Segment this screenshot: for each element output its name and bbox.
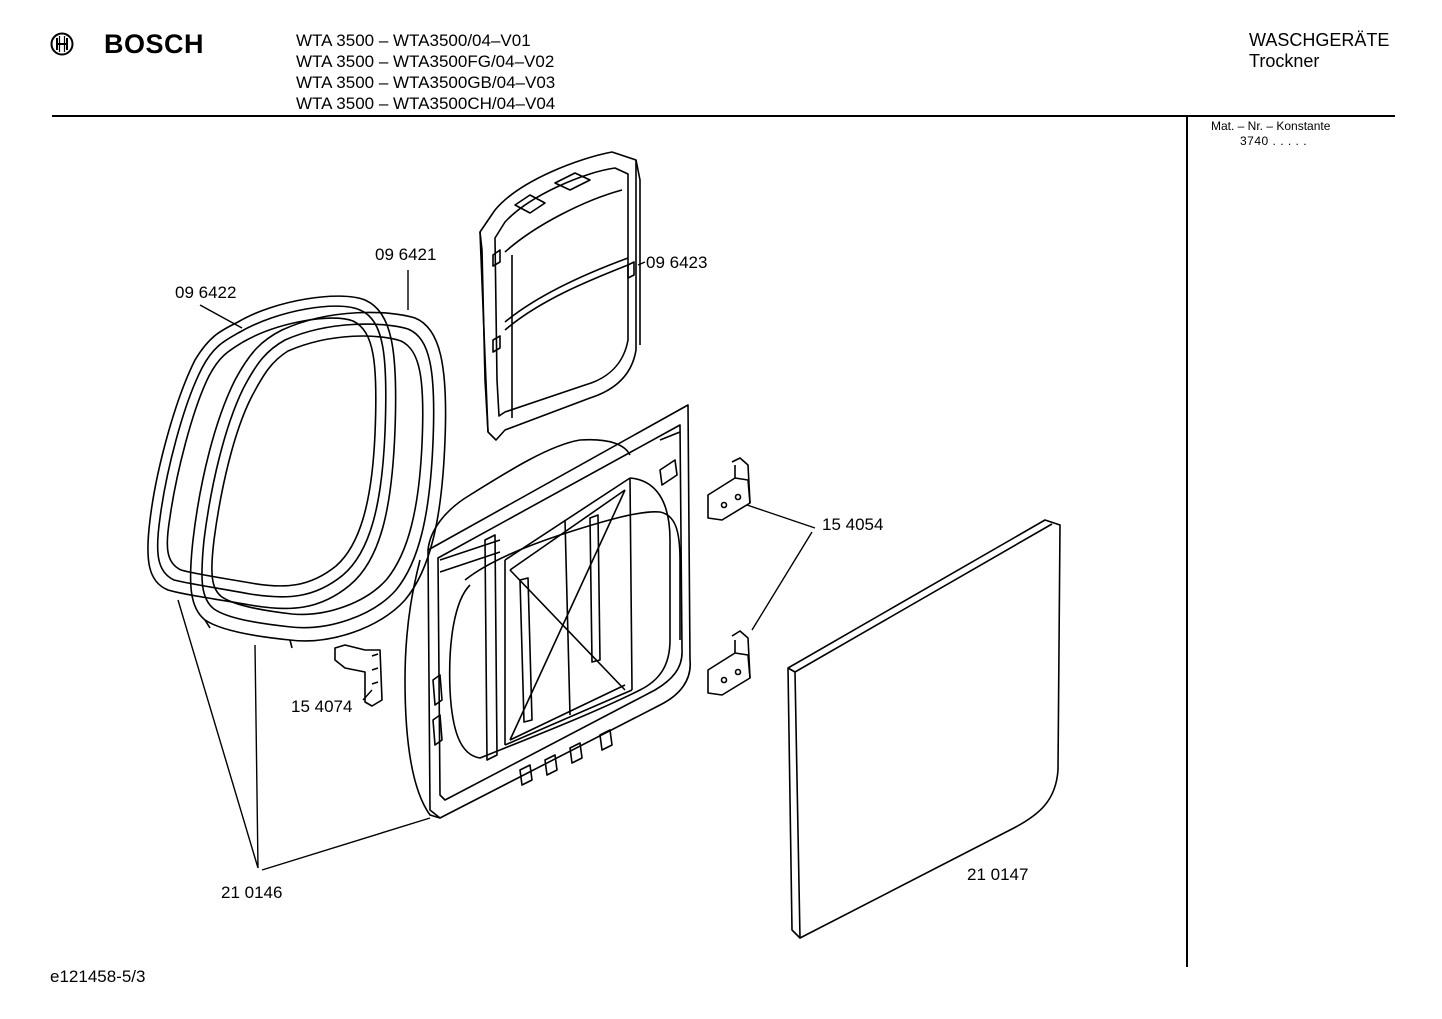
hinge-upper bbox=[707, 457, 751, 521]
door-gasket-outer bbox=[147, 295, 397, 610]
door-gasket-inner bbox=[189, 311, 447, 649]
outer-door-panel bbox=[787, 519, 1061, 939]
material-number-label: Mat. – Nr. – Konstante bbox=[1211, 119, 1331, 133]
part-label-096422: 09 6422 bbox=[175, 283, 236, 302]
part-label-154074: 15 4074 bbox=[291, 697, 352, 716]
part-label-210147: 21 0147 bbox=[967, 865, 1028, 884]
part-label-154054: 15 4054 bbox=[822, 515, 883, 534]
brand-name: BOSCH bbox=[104, 29, 205, 59]
category-subtitle: Trockner bbox=[1249, 51, 1320, 71]
hinge-lower bbox=[707, 630, 751, 696]
door-catch bbox=[334, 644, 383, 707]
part-label-210146: 21 0146 bbox=[221, 883, 282, 902]
model-line: WTA 3500 – WTA3500/04–V01 bbox=[296, 31, 531, 50]
category-block: WASCHGERÄTE Trockner bbox=[1249, 30, 1389, 72]
header-divider bbox=[52, 115, 1395, 117]
category-title: WASCHGERÄTE bbox=[1249, 30, 1390, 50]
door-inner-shell bbox=[404, 404, 691, 819]
part-label-096421: 09 6421 bbox=[375, 245, 436, 264]
drawing-reference-code: e121458-5/3 bbox=[50, 967, 146, 986]
model-line: WTA 3500 – WTA3500CH/04–V04 bbox=[296, 94, 556, 113]
model-list: WTA 3500 – WTA3500/04–V01 WTA 3500 – WTA… bbox=[296, 30, 555, 114]
part-label-096423: 09 6423 bbox=[646, 253, 707, 272]
model-line: WTA 3500 – WTA3500FG/04–V02 bbox=[296, 52, 555, 71]
bosch-armature-icon bbox=[50, 32, 74, 56]
inner-door-frame bbox=[479, 151, 641, 441]
sidebar-divider bbox=[1186, 117, 1188, 967]
material-number-value: 3740 . . . . . bbox=[1240, 134, 1308, 148]
leader-lines bbox=[177, 261, 816, 871]
model-line: WTA 3500 – WTA3500GB/04–V03 bbox=[296, 73, 556, 92]
